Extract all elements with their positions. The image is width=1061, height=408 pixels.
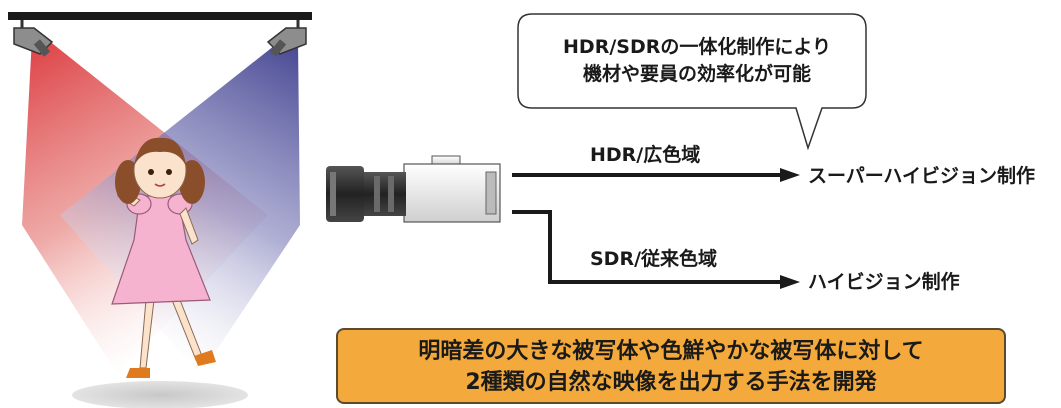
sdr-path-line xyxy=(512,210,782,284)
lighting-rig-bar xyxy=(8,12,312,20)
bubble-line-1: HDR/SDRの一体化制作により xyxy=(563,36,831,58)
bubble-text: HDR/SDRの一体化制作により 機材や要員の効率化が可能 xyxy=(528,34,866,88)
bubble-line-2: 機材や要員の効率化が可能 xyxy=(582,63,811,85)
banner-line-2: 2種類の自然な映像を出力する手法を開発 xyxy=(465,370,877,395)
girl-figure xyxy=(111,137,216,378)
sdr-label: SDR/従来色域 xyxy=(590,248,718,270)
left-spotlight-icon xyxy=(13,20,54,57)
right-spotlight-icon xyxy=(266,20,307,57)
hdr-arrow-head xyxy=(780,168,800,182)
sdr-arrow-head xyxy=(780,275,800,289)
banner-line-1: 明暗差の大きな被写体や色鮮やかな被写体に対して xyxy=(418,339,924,364)
sdr-target-label: ハイビジョン制作 xyxy=(808,271,960,293)
speech-bubble xyxy=(517,13,867,151)
stage-floor xyxy=(72,381,248,408)
hdr-target-label: スーパーハイビジョン制作 xyxy=(808,165,1036,187)
hdr-label: HDR/広色域 xyxy=(590,144,701,166)
broadcast-camera-icon xyxy=(326,155,501,223)
summary-banner: 明暗差の大きな被写体や色鮮やかな被写体に対して 2種類の自然な映像を出力する手法… xyxy=(336,328,1006,404)
